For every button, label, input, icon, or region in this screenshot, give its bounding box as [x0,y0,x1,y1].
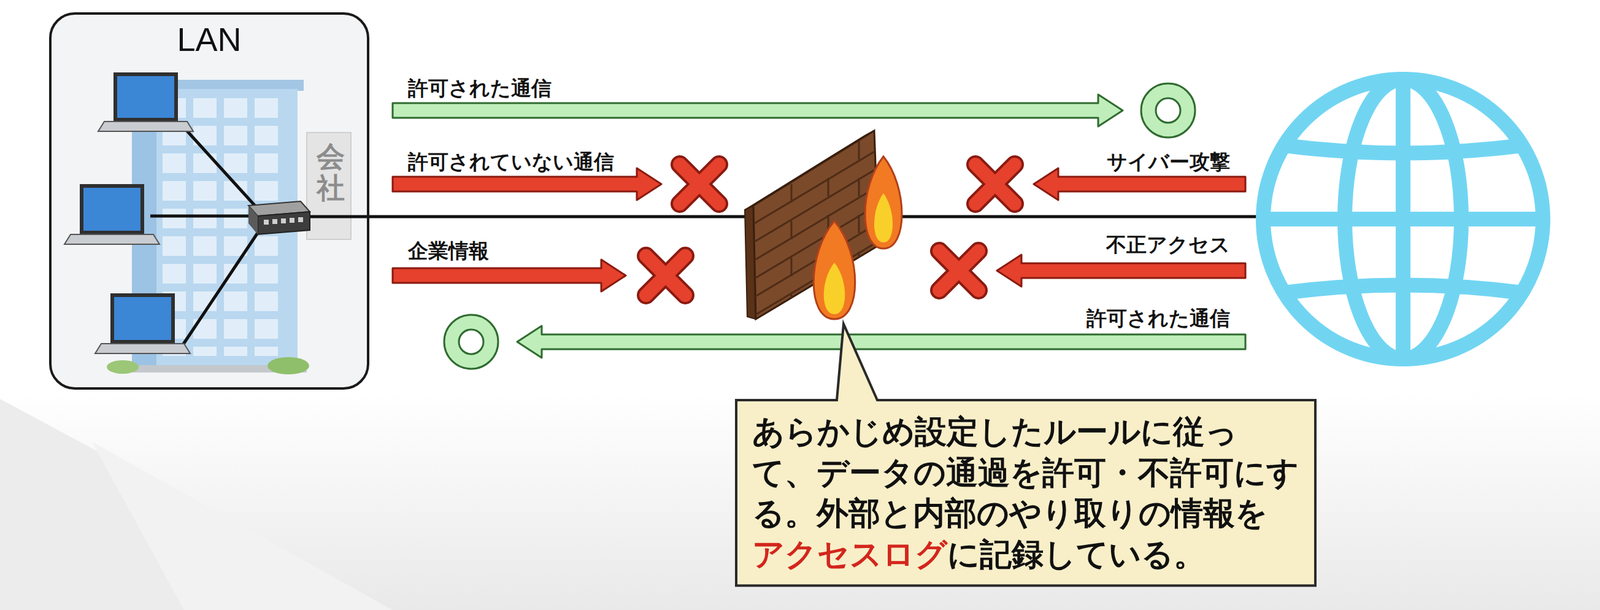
cross-mark [939,250,979,291]
ok-ring [1141,83,1196,138]
flame [865,156,902,249]
laptop-screen [83,187,141,231]
laptop-frame [79,184,145,235]
background-swoosh [92,441,393,610]
globe-outline [1263,79,1543,359]
ok-mark [444,314,499,369]
cross-fill [975,164,1015,204]
ok-ring [444,314,499,369]
switch-side [248,205,258,235]
wall-face [753,130,879,320]
cross-mark [975,164,1015,204]
cross-fill [679,164,720,204]
laptop-base [98,121,194,132]
flame [813,220,856,320]
shrub [267,357,310,375]
blocked-arrow [996,254,1246,287]
blocked-arrow [392,259,626,292]
cross-mark [679,164,720,204]
callout-outline [736,323,1316,586]
wire [182,228,261,345]
network-switch [248,201,310,235]
flame-core [874,193,893,243]
background-swoosh [0,398,393,610]
flow-label: 許可されていない通信 [407,150,615,174]
brick-joint [790,184,793,320]
callout-sentence: あらかじめ設定したルールに従って、データの通過を許可・不許可にする。外部と内部の… [752,412,1299,532]
flow-label: 許可された通信 [1086,306,1231,331]
switch-port [289,217,295,223]
flow-label: 許可された通信 [407,76,552,100]
globe-equator [1263,211,1543,227]
laptop-base [64,234,160,245]
cross-fill [939,250,979,291]
cross-mark [646,255,686,296]
flow-label: 企業情報 [407,239,489,263]
wire [184,127,258,209]
sign-text: 会社 [316,141,345,204]
laptop [95,293,191,354]
switch-port [280,218,286,224]
wire [150,214,252,218]
highlight-term: アクセスログ [752,535,948,573]
globe-latitude [1284,145,1523,154]
internet-globe [1263,79,1543,359]
flow-arrows [392,94,1246,358]
laptop-frame [110,293,175,344]
flow-label: サイバー攻撃 [1106,150,1231,174]
cross-outline [679,164,720,204]
allowed-arrow [517,325,1246,358]
flame-core [823,262,846,315]
box-title: LAN [51,19,367,60]
ok-mark [1141,83,1196,138]
switch-port [298,217,304,223]
cross-outline [646,255,686,296]
lan-fill [50,13,369,389]
callout-box: あらかじめ設定したルールに従って、データの通過を許可・不許可にする。外部と内部の… [736,400,1316,586]
company-sign [306,132,351,240]
flow-label: 不正アクセス [1106,233,1231,257]
ok-hole [1155,98,1181,123]
laptop-screen [114,296,172,340]
ok-hole [458,329,484,354]
laptop-frame [113,72,178,122]
laptop-base [95,343,191,354]
callout-text: あらかじめ設定したルールに従って、データの通過を許可・不許可にする。外部と内部の… [752,411,1300,575]
switch-port [263,219,269,225]
callout-sentence: に記録している。 [947,535,1206,573]
laptop [64,184,160,245]
switch-port [272,219,278,224]
cross-fill [646,255,686,296]
cross-outline [939,250,979,291]
laptop-screen [117,76,175,118]
shrub [106,360,139,374]
wall-bricks [753,141,879,320]
firewall [744,130,902,320]
cross-outline [975,164,1015,204]
globe-latitude [1284,285,1523,294]
laptop [98,72,194,132]
brick-joint [858,141,861,320]
switch-front [257,211,310,235]
